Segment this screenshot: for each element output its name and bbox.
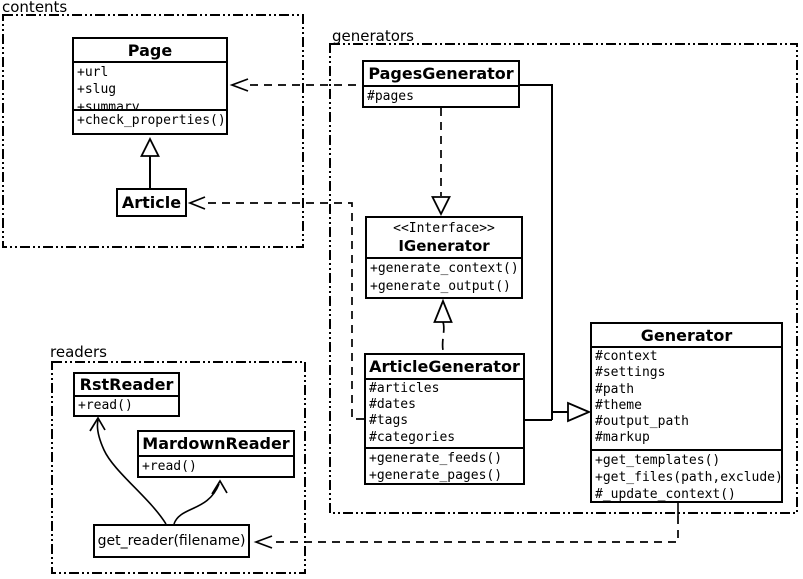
class-generator-attributes: #context #settings #path #theme #output_… bbox=[592, 348, 781, 449]
article-to-page-inheritance bbox=[140, 136, 160, 188]
class-igenerator-title-block: <<Interface>> IGenerator bbox=[367, 218, 521, 259]
class-articlegenerator-methods: +generate_feeds() +generate_pages() bbox=[366, 447, 523, 483]
member-line: +read() bbox=[78, 398, 133, 413]
member-line: #categories bbox=[369, 429, 456, 445]
getreader-to-mardownreader-arrow bbox=[173, 479, 228, 525]
class-mardownreader-title: MardownReader bbox=[139, 432, 293, 457]
member-line: #output_path bbox=[595, 414, 689, 430]
contents-package-border bbox=[2, 14, 304, 248]
member-line: #pages bbox=[367, 89, 414, 104]
class-igenerator-methods: +generate_context() +generate_output() bbox=[367, 259, 521, 297]
readers-package-label: readers bbox=[50, 343, 107, 361]
contents-package-label: contents bbox=[2, 0, 68, 16]
member-line: +get_files(path,exclude) bbox=[595, 470, 781, 486]
getreader-to-rstreader-arrow bbox=[89, 416, 167, 525]
member-line: +generate_pages() bbox=[369, 468, 503, 483]
open-arrowhead-left-icon bbox=[187, 196, 206, 210]
class-page: Page +url +slug +summary +check_properti… bbox=[72, 37, 228, 135]
class-pagesgenerator: PagesGenerator #pages bbox=[362, 60, 520, 108]
generators-package-border bbox=[329, 43, 798, 514]
class-rstreader-title: RstReader bbox=[75, 374, 178, 397]
hollow-triangle-up-icon bbox=[433, 298, 453, 323]
articlegenerator-to-generator-inheritance bbox=[525, 401, 592, 423]
hollow-triangle-down-icon bbox=[431, 196, 451, 217]
class-generator-title: Generator bbox=[592, 324, 781, 348]
class-rstreader-methods: +read() bbox=[75, 397, 178, 415]
class-mardownreader: MardownReader +read() bbox=[137, 430, 295, 478]
class-articlegenerator: ArticleGenerator #articles #dates #tags … bbox=[364, 353, 525, 485]
generator-to-getreader-dependency bbox=[253, 503, 679, 549]
member-line: #_update_context() bbox=[595, 487, 736, 501]
class-page-title: Page bbox=[74, 39, 226, 63]
member-line: +read() bbox=[142, 459, 197, 474]
class-igenerator-title: IGenerator bbox=[398, 236, 490, 255]
function-get-reader-label: get_reader(filename) bbox=[97, 533, 246, 549]
member-line: #settings bbox=[595, 365, 666, 381]
member-line: +summary bbox=[77, 99, 140, 109]
pagesgenerator-to-page-dependency bbox=[229, 78, 362, 92]
class-pagesgenerator-title: PagesGenerator bbox=[364, 62, 518, 87]
class-articlegenerator-title: ArticleGenerator bbox=[366, 355, 523, 380]
open-arrowhead-left-icon bbox=[229, 78, 249, 92]
member-line: +url bbox=[77, 65, 109, 80]
member-line: #markup bbox=[595, 430, 650, 446]
member-line: +generate_context() bbox=[370, 261, 519, 276]
member-line: #context bbox=[595, 349, 658, 364]
readers-package-border bbox=[51, 361, 306, 574]
class-generator: Generator #context #settings #path #them… bbox=[590, 322, 783, 503]
class-article: Article bbox=[116, 188, 187, 217]
hollow-triangle-right-icon bbox=[567, 401, 592, 423]
member-line: #path bbox=[595, 381, 635, 397]
generators-package-label: generators bbox=[332, 27, 414, 45]
member-line: +generate_output() bbox=[370, 278, 511, 294]
member-line: #theme bbox=[595, 397, 642, 413]
member-line: +generate_feeds() bbox=[369, 451, 503, 466]
pagesgenerator-to-igenerator-realization bbox=[431, 108, 451, 217]
class-page-methods: +check_properties() bbox=[74, 109, 226, 133]
class-mardownreader-methods: +read() bbox=[139, 457, 293, 476]
class-generator-methods: +get_templates() +get_files(path,exclude… bbox=[592, 449, 781, 501]
articlegenerator-to-article-dependency bbox=[187, 196, 364, 420]
open-arrowhead-left-icon bbox=[253, 535, 273, 549]
function-get-reader: get_reader(filename) bbox=[93, 524, 250, 558]
class-page-attributes: +url +slug +summary bbox=[74, 63, 226, 109]
member-line: +slug bbox=[77, 82, 117, 98]
member-line: #tags bbox=[369, 413, 409, 429]
class-pagesgenerator-attributes: #pages bbox=[364, 87, 518, 106]
member-line: #dates bbox=[369, 397, 416, 413]
pagesgenerator-to-generator-inheritance bbox=[520, 84, 553, 420]
open-arrowhead-up-icon bbox=[89, 416, 106, 432]
hollow-triangle-up-icon bbox=[140, 136, 160, 157]
class-rstreader: RstReader +read() bbox=[73, 372, 180, 417]
member-line: +get_templates() bbox=[595, 453, 721, 468]
open-arrowhead-up-icon bbox=[211, 479, 228, 495]
articlegenerator-to-igenerator-realization bbox=[433, 298, 453, 355]
class-igenerator-stereotype: <<Interface>> bbox=[393, 220, 495, 236]
class-igenerator: <<Interface>> IGenerator +generate_conte… bbox=[365, 216, 523, 299]
member-line: #articles bbox=[369, 381, 440, 396]
class-articlegenerator-attributes: #articles #dates #tags #categories bbox=[366, 380, 523, 447]
class-article-title: Article bbox=[121, 193, 182, 212]
member-line: +check_properties() bbox=[77, 113, 226, 128]
